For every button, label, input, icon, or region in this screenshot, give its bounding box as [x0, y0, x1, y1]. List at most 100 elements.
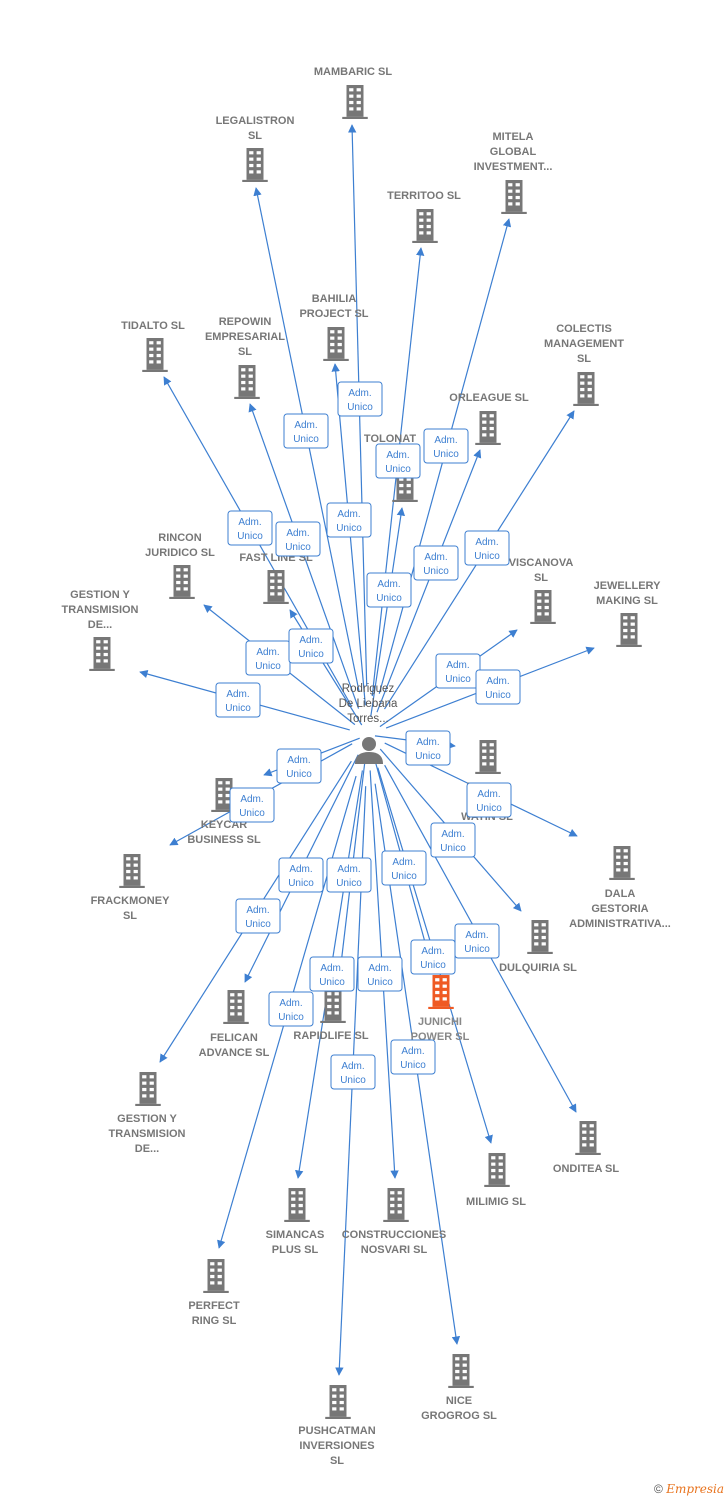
relation-badge-box	[410, 939, 456, 975]
relation-badge-text: Adm.	[341, 1061, 364, 1072]
relation-badge-box	[423, 428, 469, 464]
company-label: COLECTIS	[556, 323, 612, 335]
company-label: GESTION Y	[70, 589, 130, 601]
center-label-line-2: De Liebana	[339, 698, 398, 710]
company-label: DALA	[605, 888, 636, 900]
relation-badge-text: Unico	[464, 944, 490, 955]
relation-badge[interactable]: Adm.Unico	[276, 748, 322, 784]
relation-badge[interactable]: Adm.Unico	[288, 628, 334, 664]
relation-badge-box	[413, 545, 459, 581]
company-label: INVESTMENT...	[474, 161, 553, 173]
center-label-line-3: Torres...	[347, 713, 389, 725]
relation-badge-box	[405, 730, 451, 766]
relation-badge[interactable]: Adm.Unico	[275, 521, 321, 557]
relation-badge-box	[227, 510, 273, 546]
building-icon	[142, 338, 168, 372]
relation-badge-text: Unico	[340, 1075, 366, 1086]
relation-badge-text: Adm.	[246, 905, 269, 916]
company-node-gestion2[interactable]: GESTION YTRANSMISIONDE...	[109, 1072, 186, 1155]
company-label: JUNICHI	[418, 1016, 462, 1028]
relation-badge[interactable]: Adm.Unico	[410, 939, 456, 975]
relation-badge[interactable]: Adm.Unico	[375, 443, 421, 479]
relation-badge[interactable]: Adm.Unico	[381, 850, 427, 886]
company-label: JURIDICO SL	[145, 547, 215, 559]
relation-badge[interactable]: Adm.Unico	[278, 857, 324, 893]
building-icon	[135, 1072, 161, 1106]
company-node-mitela[interactable]: MITELAGLOBALINVESTMENT...	[474, 131, 553, 214]
company-node-milimig[interactable]: MILIMIG SL	[466, 1153, 526, 1208]
relation-badge-text: Adm.	[421, 946, 444, 957]
company-node-orleague[interactable]: ORLEAGUE SL	[449, 392, 529, 445]
relation-badge[interactable]: Adm.Unico	[454, 923, 500, 959]
relation-badge[interactable]: Adm.Unico	[405, 730, 451, 766]
company-node-territoo[interactable]: TERRITOO SL	[387, 190, 461, 243]
relation-badge[interactable]: Adm.Unico	[466, 782, 512, 818]
relation-badge[interactable]: Adm.Unico	[268, 991, 314, 1027]
building-icon	[383, 1188, 409, 1222]
company-node-gestion1[interactable]: GESTION YTRANSMISIONDE...	[62, 589, 139, 671]
relation-badge[interactable]: Adm.Unico	[215, 682, 261, 718]
company-node-tidalto[interactable]: TIDALTO SL	[121, 320, 185, 372]
relation-badge-box	[326, 857, 372, 893]
company-label: TERRITOO SL	[387, 190, 461, 202]
center-person[interactable]: Rodriguez De Liebana Torres...	[339, 683, 398, 764]
relation-badge[interactable]: Adm.Unico	[390, 1039, 436, 1075]
relation-badge[interactable]: Adm.Unico	[464, 530, 510, 566]
building-icon	[320, 989, 346, 1023]
relation-badge[interactable]: Adm. Unico	[330, 1054, 376, 1090]
relation-badge[interactable]: Adm.Unico	[235, 898, 281, 934]
relation-badge[interactable]: Adm.Unico	[309, 956, 355, 992]
relation-badge[interactable]: Adm.Unico	[326, 857, 372, 893]
relation-badge-text: Adm.	[289, 864, 312, 875]
company-label: NOSVARI SL	[361, 1244, 428, 1256]
building-icon	[501, 180, 527, 214]
company-node-onditea[interactable]: ONDITEA SL	[553, 1121, 619, 1175]
relation-badge[interactable]: Adm.Unico	[435, 653, 481, 689]
relation-badge[interactable]: Adm.Unico	[229, 787, 275, 823]
building-icon	[223, 990, 249, 1024]
relation-badge[interactable]: Adm.Unico	[245, 640, 291, 676]
relation-badge[interactable]: Adm.Unico	[413, 545, 459, 581]
relation-badge[interactable]: Adm.Unico	[475, 669, 521, 705]
relation-badge[interactable]: Adm.Unico	[430, 822, 476, 858]
relation-badge[interactable]: Adm.Unico	[337, 381, 383, 417]
relation-badge[interactable]: Adm.Unico	[326, 502, 372, 538]
relation-badge-text: Unico	[298, 649, 324, 660]
company-node-dulquiria[interactable]: DULQUIRIA SL	[499, 920, 577, 974]
building-icon	[325, 1385, 351, 1419]
relation-badge-text: Unico	[347, 402, 373, 413]
company-node-mambaric[interactable]: MAMBARIC SL	[314, 66, 392, 119]
relation-badge-text: Unico	[255, 661, 281, 672]
company-label: MITELA	[493, 131, 534, 143]
company-label: SIMANCAS	[266, 1229, 325, 1241]
relation-badge-box	[375, 443, 421, 479]
relation-badge-text: Adm.	[441, 829, 464, 840]
relation-badge[interactable]: Adm.Unico	[423, 428, 469, 464]
relation-badge[interactable]: Adm.Unico	[227, 510, 273, 546]
relation-badge[interactable]: Adm.Unico	[366, 572, 412, 608]
relation-badge-text: Adm.	[446, 660, 469, 671]
company-node-fastline[interactable]: FAST LINE SL	[239, 552, 313, 604]
footer-brand[interactable]: © Empresia	[654, 1482, 724, 1496]
relation-badge[interactable]: Adm.Unico	[357, 956, 403, 992]
company-node-rapidlife[interactable]: RAPIDLIFE SL	[293, 989, 369, 1042]
person-icon[interactable]	[355, 737, 383, 764]
relation-badge[interactable]: Adm.Unico	[283, 413, 329, 449]
company-node-dala[interactable]: DALAGESTORIAADMINISTRATIVA...	[569, 846, 671, 930]
